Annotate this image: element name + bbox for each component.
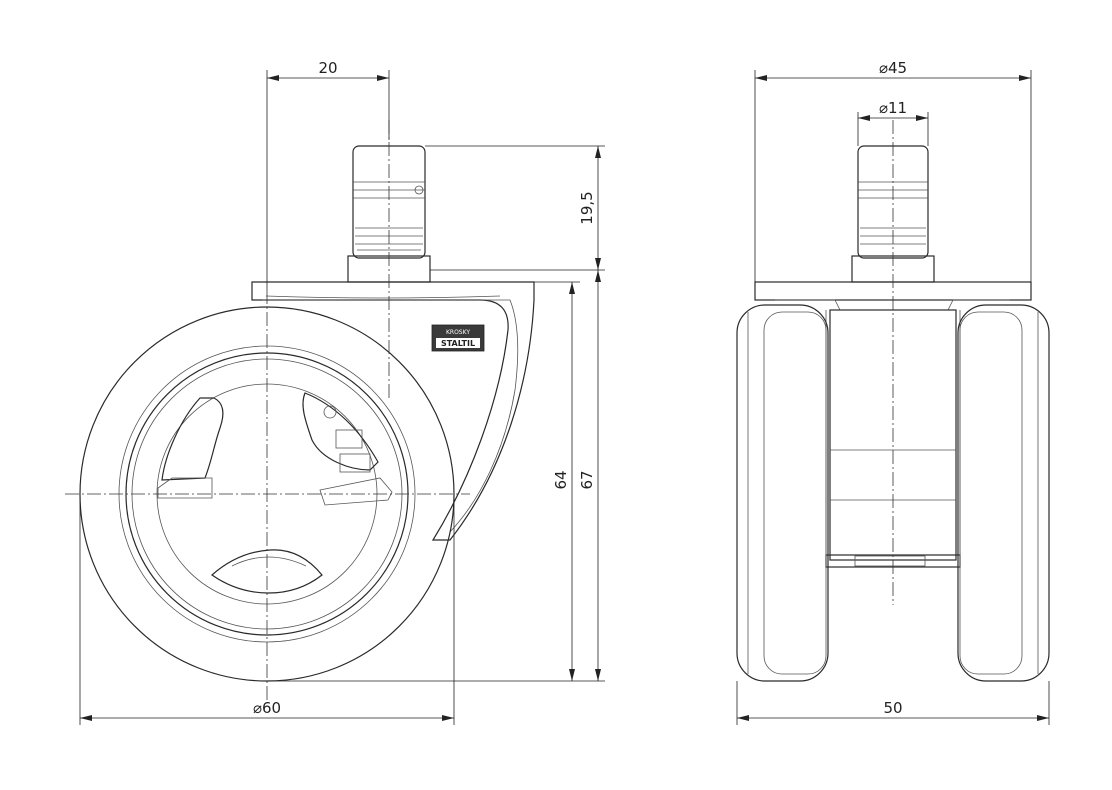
side-housing [251, 281, 535, 541]
dim-height-64: 64 [267, 281, 605, 682]
front-view: ⌀45 ⌀11 50 [736, 59, 1050, 725]
dim-label-67: 67 [578, 470, 596, 489]
dim-label-19-5: 19,5 [578, 191, 596, 224]
dim-label-45: ⌀45 [879, 59, 907, 77]
logo-text-top: KROSKY [446, 329, 470, 336]
dim-wheel-diameter: ⌀60 [79, 494, 455, 725]
dim-label-50: 50 [883, 699, 902, 717]
front-wheel-right [957, 304, 1050, 682]
dim-top-offset: 20 [266, 59, 390, 290]
dim-plate-width: ⌀45 [754, 59, 1032, 282]
logo-text-bottom: STALTIL [441, 339, 475, 348]
dim-label-20: 20 [318, 59, 337, 77]
side-view: KROSKY STALTIL [65, 59, 605, 725]
dim-label-11: ⌀11 [879, 99, 907, 117]
dim-stem-length: 19,5 [425, 145, 605, 271]
dim-stem-diameter: ⌀11 [857, 99, 929, 146]
dim-overall-width: 50 [736, 681, 1050, 725]
dim-height-67: 67 [578, 270, 601, 681]
brand-logo: KROSKY STALTIL [431, 324, 485, 352]
dim-label-64: 64 [552, 470, 570, 489]
dim-label-60: ⌀60 [253, 699, 281, 717]
front-wheel-left [736, 304, 829, 682]
